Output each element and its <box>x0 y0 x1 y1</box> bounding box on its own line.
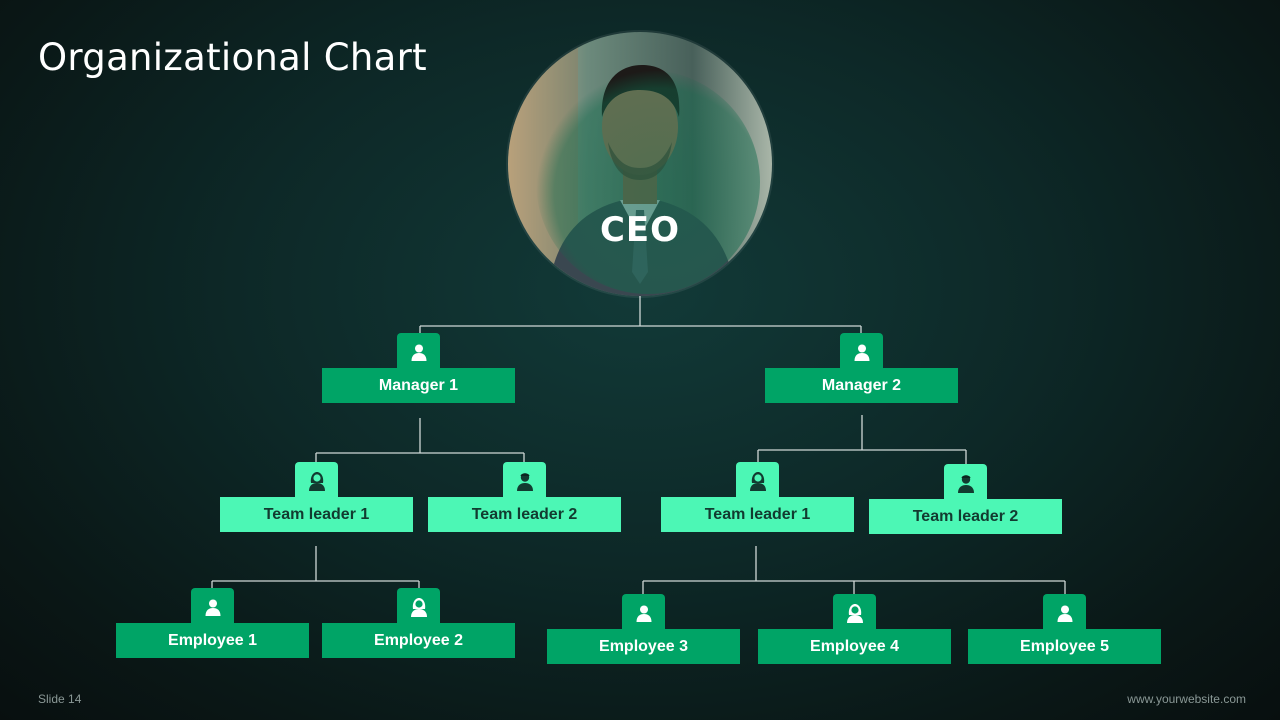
ceo-portrait <box>508 32 772 296</box>
employee-2-label: Employee 2 <box>322 623 515 658</box>
employee-1-label: Employee 1 <box>116 623 309 658</box>
male-user-icon <box>503 462 546 499</box>
user-icon <box>397 333 440 370</box>
team-leader-1-m2-label: Team leader 1 <box>661 497 854 532</box>
website-link[interactable]: www.yourwebsite.com <box>1127 692 1246 706</box>
employee-5-label: Employee 5 <box>968 629 1161 664</box>
manager-1-label: Manager 1 <box>322 368 515 403</box>
male-user-icon <box>944 464 987 501</box>
ceo-node: CEO <box>508 32 772 296</box>
employee-3-label: Employee 3 <box>547 629 740 664</box>
female-user-icon <box>295 462 338 499</box>
female-user-icon <box>736 462 779 499</box>
user-icon <box>1043 594 1086 631</box>
team-leader-2-m2-label: Team leader 2 <box>869 499 1062 534</box>
employee-4-label: Employee 4 <box>758 629 951 664</box>
user-icon <box>191 588 234 625</box>
female-user-icon <box>833 594 876 631</box>
user-icon <box>622 594 665 631</box>
ceo-label: CEO <box>599 210 681 250</box>
female-user-icon <box>397 588 440 625</box>
manager-2-label: Manager 2 <box>765 368 958 403</box>
team-leader-2-m1-label: Team leader 2 <box>428 497 621 532</box>
user-icon <box>840 333 883 370</box>
team-leader-1-m1-label: Team leader 1 <box>220 497 413 532</box>
page-title: Organizational Chart <box>38 36 427 79</box>
slide-number: Slide 14 <box>38 692 82 706</box>
